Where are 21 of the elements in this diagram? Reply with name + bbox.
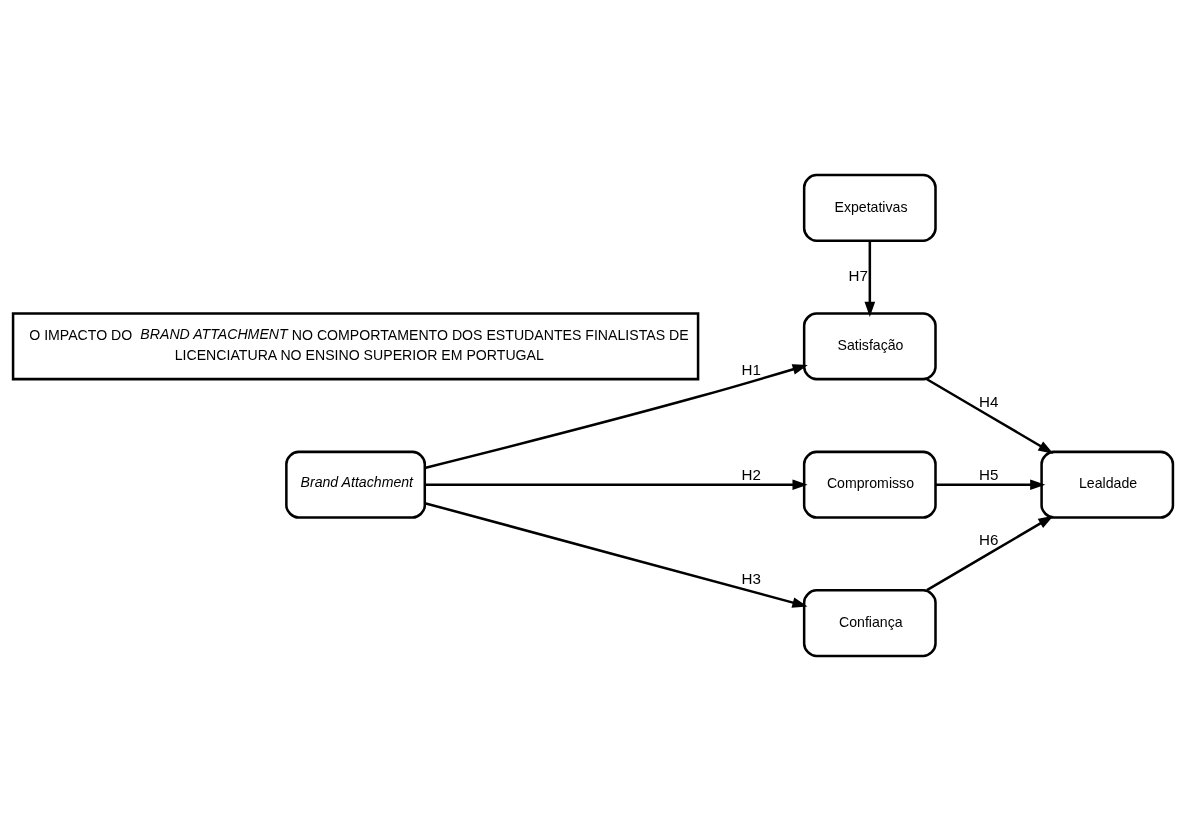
edge-label: H6: [978, 530, 998, 548]
edge-label: H4: [978, 392, 998, 410]
node-box: Compromisso: [802, 450, 937, 519]
node-box: Confiança: [802, 588, 937, 657]
arrow: [925, 377, 1053, 454]
edge-label: H5: [978, 465, 998, 483]
arrow: [925, 515, 1053, 591]
node-box: Lealdade: [1039, 450, 1174, 519]
arrow: [864, 240, 875, 317]
arrow: [424, 478, 808, 490]
arrow: [424, 501, 808, 608]
node-box: O IMPACTO DO BRAND ATTACHMENT NO COMPORTAMENTO DOS ESTUDANTES FINALISTAS DE LICENCIATURA NO ENSINO SUPERIOR EM PORTUGAL: [11, 311, 699, 380]
edge-label: H3: [741, 569, 761, 587]
node-box: Satisfação: [802, 311, 937, 380]
node-box: Brand Attachment: [284, 450, 426, 519]
edge-label: H7: [848, 266, 868, 284]
arrow: [424, 363, 808, 469]
arrow: [935, 478, 1045, 490]
node-box: Expetativas: [802, 173, 937, 242]
edge-label: H1: [741, 360, 761, 378]
edge-label: H2: [741, 465, 761, 483]
